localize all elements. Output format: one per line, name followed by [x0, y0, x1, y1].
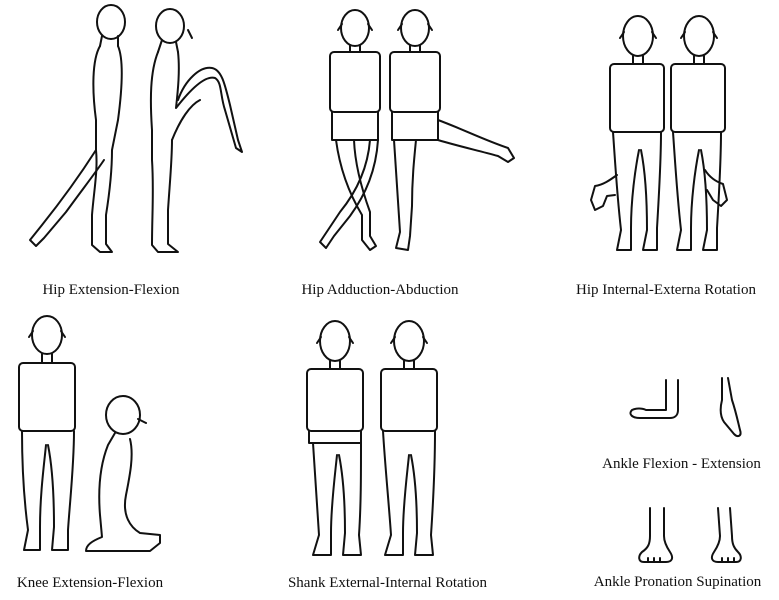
hip-adduction-figure [270, 0, 530, 270]
caption-shank-external-internal-rotation: Shank External-Internal Rotation [265, 575, 510, 592]
hip-rotation-figure [555, 0, 779, 270]
panel-ankle-pronation-supination: Ankle Pronation Supination [570, 500, 779, 600]
panel-hip-extension-flexion: Hip Extension-Flexion [0, 0, 260, 300]
panel-hip-adduction-abduction: Hip Adduction-Abduction [270, 0, 530, 300]
panel-ankle-flexion-extension: Ankle Flexion - Extension [580, 370, 779, 480]
knee-extension-figure [0, 305, 200, 575]
ankle-pronation-figure [570, 500, 779, 568]
ankle-flexion-figure [580, 370, 779, 440]
caption-hip-adduction-abduction: Hip Adduction-Abduction [270, 282, 490, 299]
shank-rotation-figure [265, 305, 555, 575]
hip-extension-figure [0, 0, 260, 270]
panel-shank-external-internal-rotation: Shank External-Internal Rotation [265, 305, 555, 600]
caption-knee-extension-flexion: Knee Extension-Flexion [0, 575, 180, 592]
caption-ankle-pronation-supination: Ankle Pronation Supination [576, 574, 779, 591]
panel-hip-internal-external-rotation: Hip Internal-Externa Rotation [555, 0, 779, 300]
caption-ankle-flexion-extension: Ankle Flexion - Extension [584, 456, 779, 473]
panel-knee-extension-flexion: Knee Extension-Flexion [0, 305, 260, 600]
caption-hip-extension-flexion: Hip Extension-Flexion [0, 282, 222, 299]
caption-hip-internal-external-rotation: Hip Internal-Externa Rotation [555, 282, 777, 299]
